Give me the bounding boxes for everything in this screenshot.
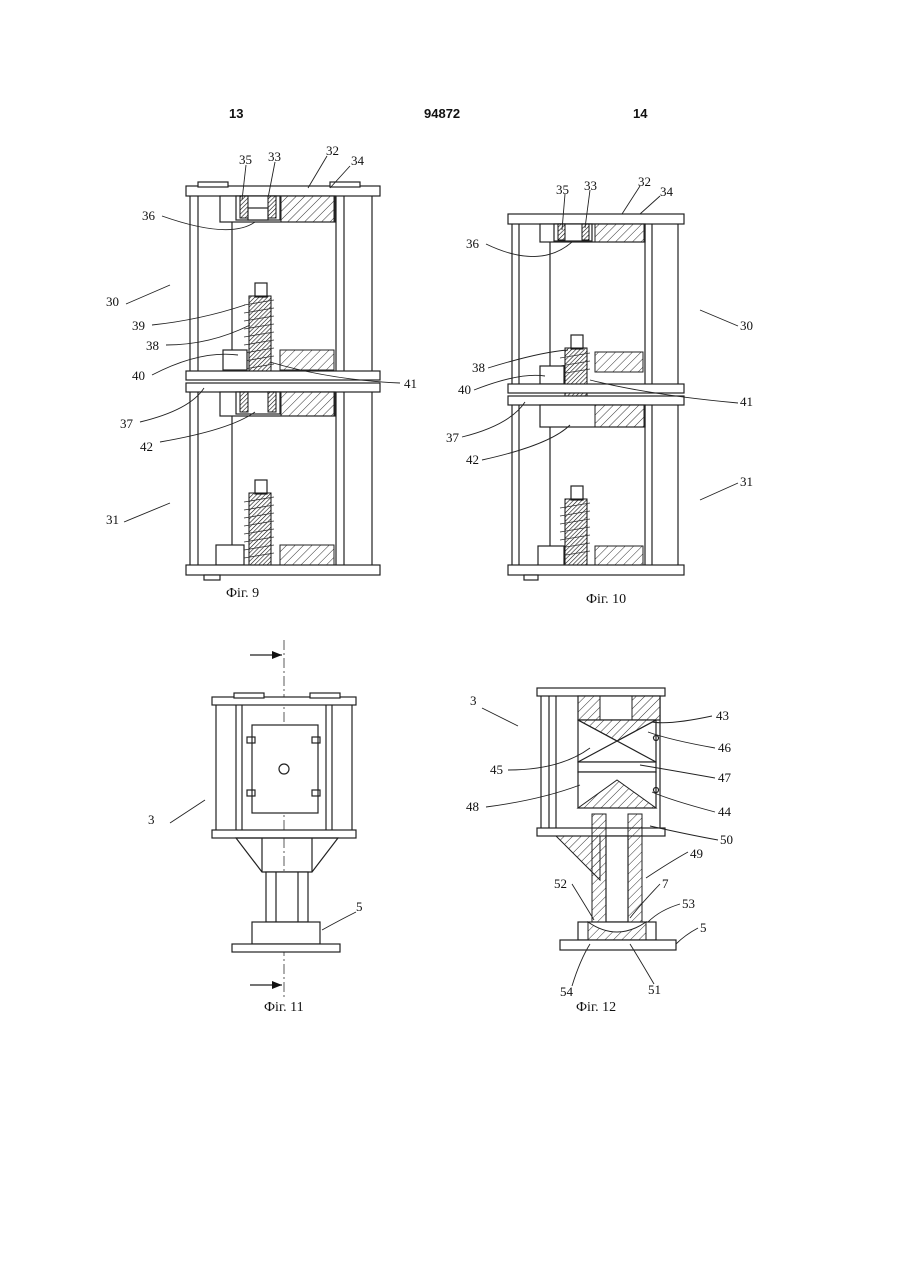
fig9-label-38: 38 — [146, 338, 159, 353]
fig9-label-42: 42 — [140, 439, 153, 454]
fig10-label-35: 35 — [556, 182, 569, 197]
fig12-label-5: 5 — [700, 920, 707, 935]
fig10-label-34: 34 — [660, 184, 674, 199]
fig12-label-3: 3 — [470, 693, 477, 708]
figure-10: 35 33 32 34 36 30 38 40 41 37 42 31 Фіг.… — [446, 174, 753, 607]
fig12-label-48: 48 — [466, 799, 479, 814]
fig9-label-40: 40 — [132, 368, 145, 383]
figure-11: 3 5 Фіг. 11 — [148, 640, 363, 1015]
fig9-label-41: 41 — [404, 376, 417, 391]
fig10-caption: Фіг. 10 — [586, 592, 626, 607]
fig10-label-38: 38 — [472, 360, 485, 375]
fig10-label-31: 31 — [740, 474, 753, 489]
fig12-label-46: 46 — [718, 740, 732, 755]
fig10-label-37: 37 — [446, 430, 460, 445]
fig12-caption: Фіг. 12 — [576, 1000, 616, 1015]
fig12-label-7: 7 — [662, 876, 669, 891]
fig12-label-52: 52 — [554, 876, 567, 891]
fig9-label-33: 33 — [268, 149, 281, 164]
fig9-label-30: 30 — [106, 294, 119, 309]
fig10-label-33: 33 — [584, 178, 597, 193]
fig11-caption: Фіг. 11 — [264, 1000, 304, 1015]
fig12-label-44: 44 — [718, 804, 732, 819]
fig10-label-36: 36 — [466, 236, 480, 251]
fig9-label-37: 37 — [120, 416, 134, 431]
fig12-label-45: 45 — [490, 762, 503, 777]
figure-9: 35 33 32 34 36 30 39 38 40 41 37 42 31 Ф… — [106, 143, 417, 601]
fig12-label-51: 51 — [648, 982, 661, 997]
fig10-label-40: 40 — [458, 382, 471, 397]
fig12-label-49: 49 — [690, 846, 703, 861]
figure-12: 3 43 46 45 47 48 44 50 49 52 7 53 5 54 5… — [466, 688, 733, 1015]
fig9-label-34: 34 — [351, 153, 365, 168]
fig9-label-36: 36 — [142, 208, 156, 223]
fig10-label-32: 32 — [638, 174, 651, 189]
fig10-label-42: 42 — [466, 452, 479, 467]
fig9-label-39: 39 — [132, 318, 145, 333]
fig12-label-50: 50 — [720, 832, 733, 847]
fig10-label-30: 30 — [740, 318, 753, 333]
fig9-label-32: 32 — [326, 143, 339, 158]
fig12-label-47: 47 — [718, 770, 732, 785]
fig11-label-3: 3 — [148, 812, 155, 827]
fig12-label-43: 43 — [716, 708, 729, 723]
fig12-label-53: 53 — [682, 896, 695, 911]
fig12-label-54: 54 — [560, 984, 574, 999]
fig9-label-35: 35 — [239, 152, 252, 167]
fig10-label-41: 41 — [740, 394, 753, 409]
fig9-caption: Фіг. 9 — [226, 586, 259, 601]
fig11-label-5: 5 — [356, 899, 363, 914]
fig9-label-31: 31 — [106, 512, 119, 527]
